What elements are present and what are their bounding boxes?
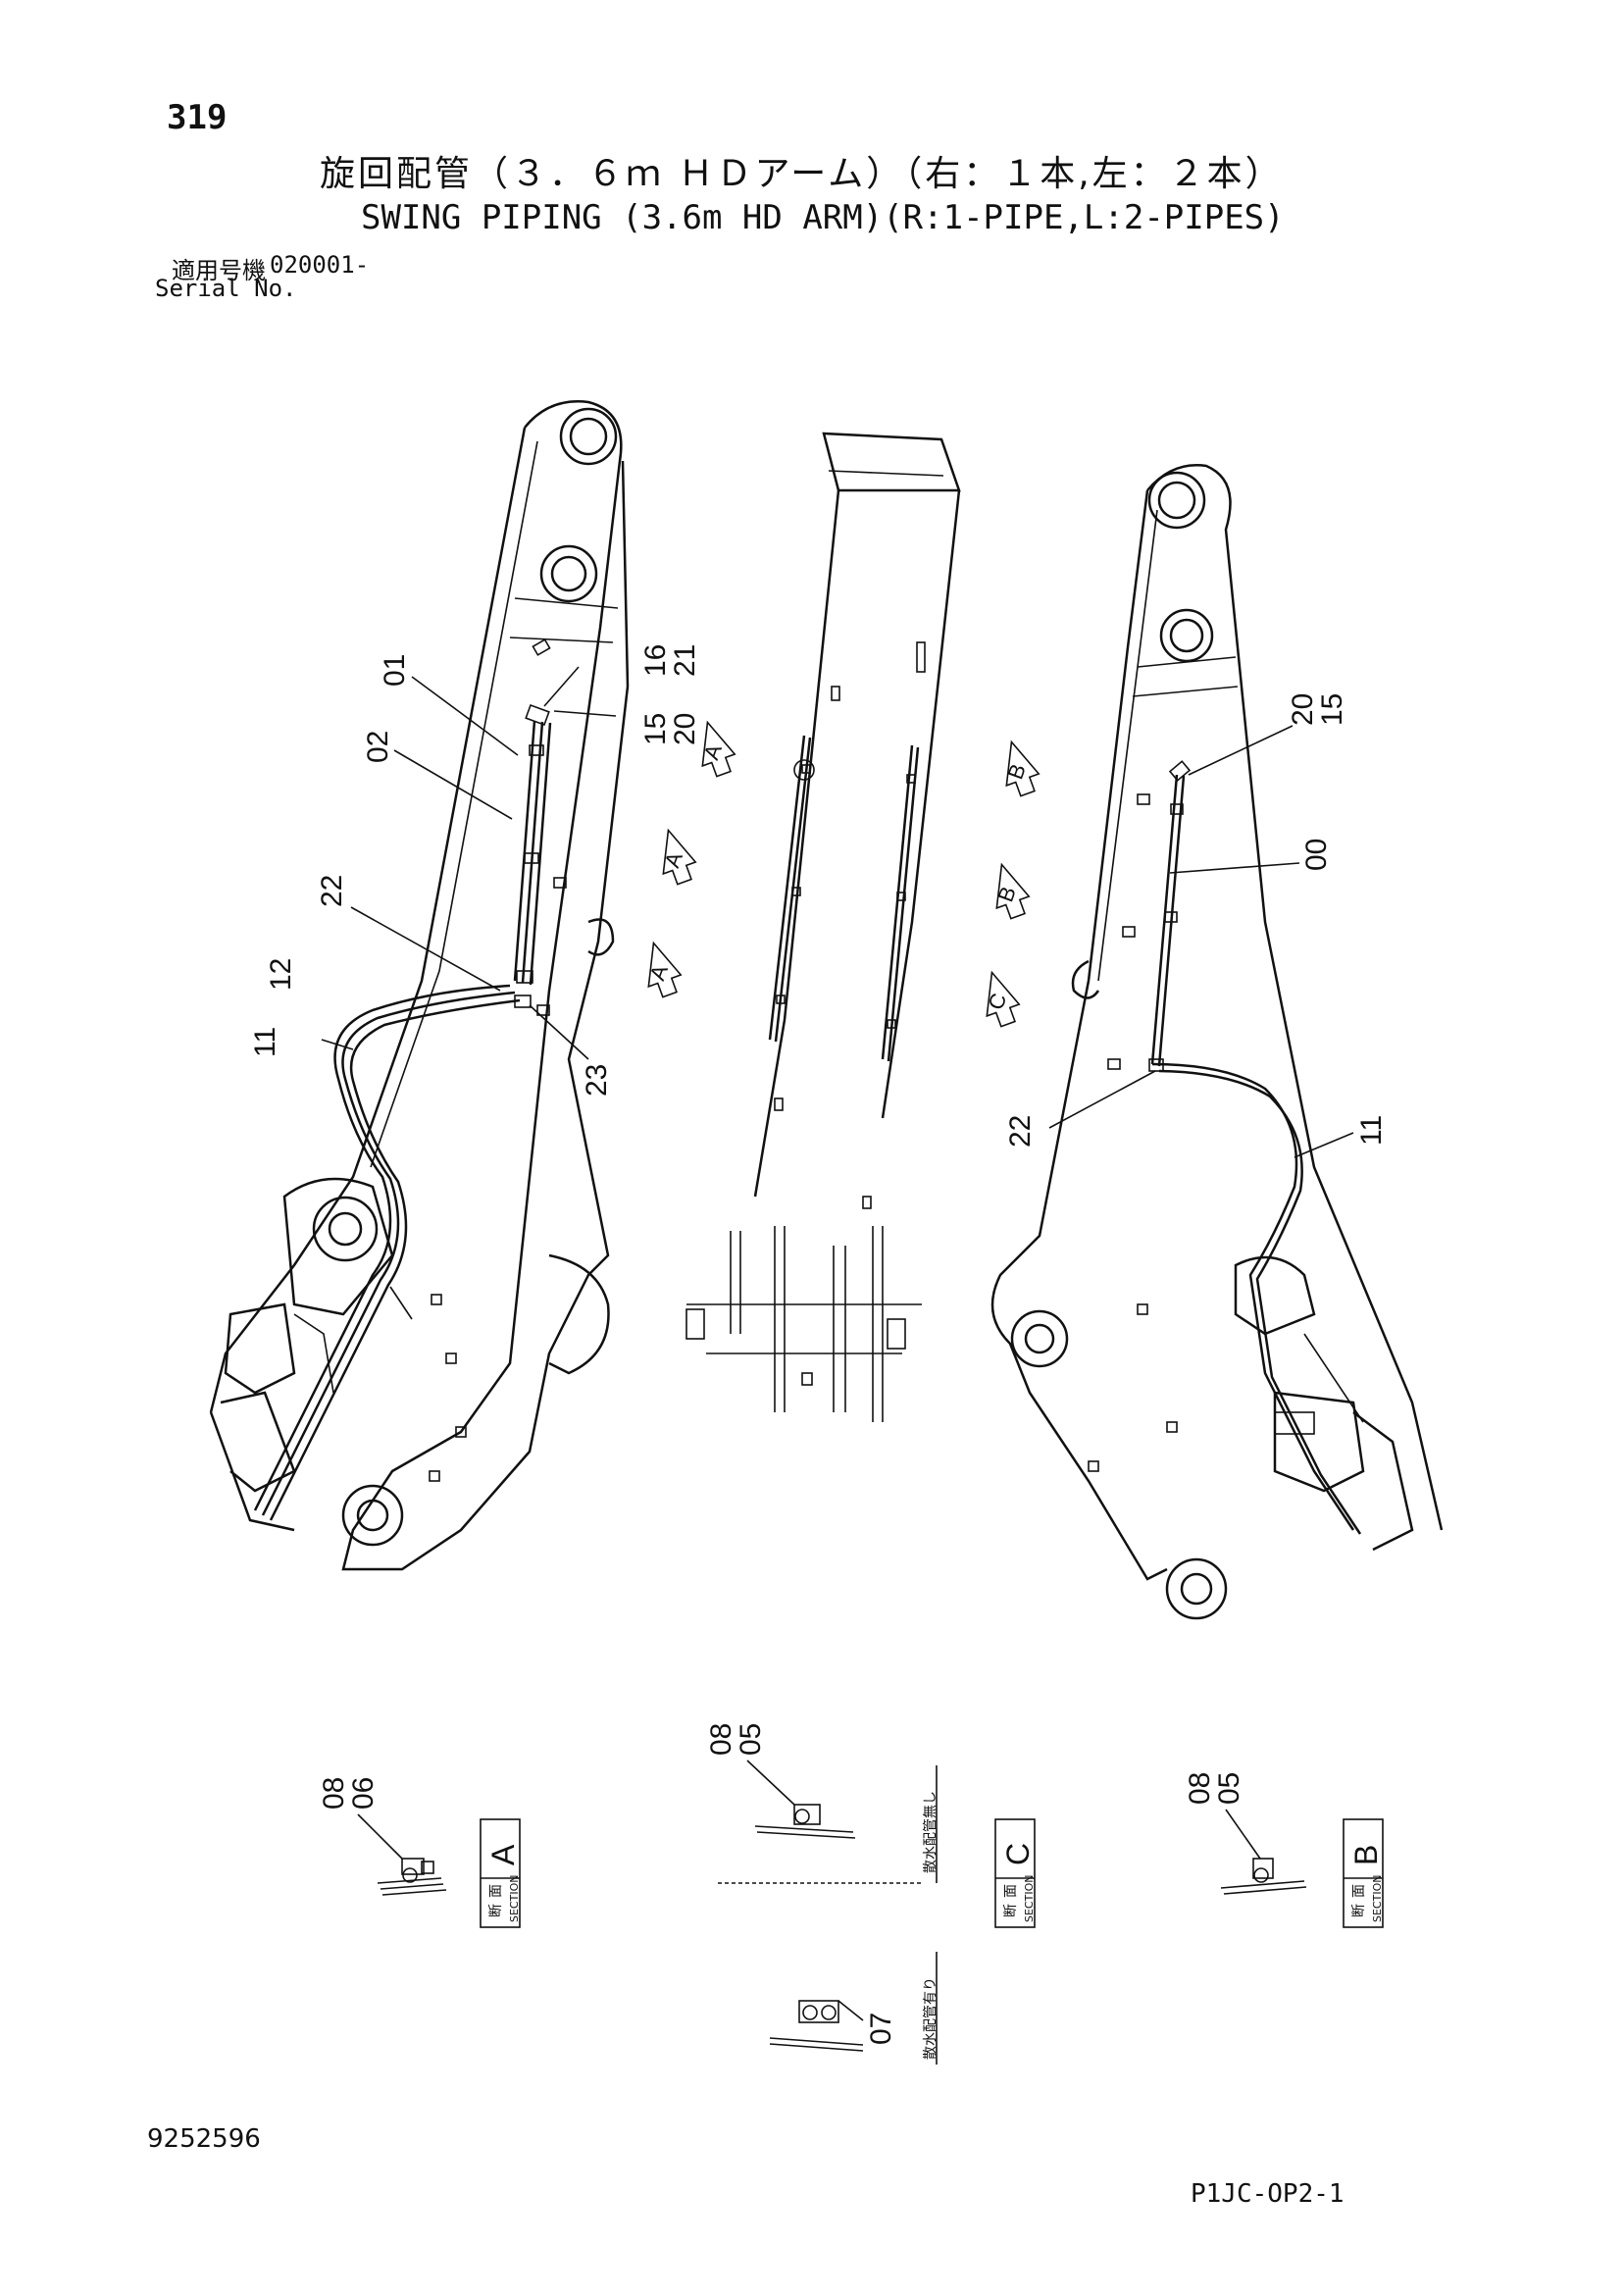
callout-20-left: 20 xyxy=(669,713,701,745)
section-c-kanji-2: 面 xyxy=(1003,1884,1019,1898)
callout-15-left: 15 xyxy=(639,713,672,745)
section-c-word: SECTION xyxy=(1023,1875,1036,1922)
section-c-note-lower: 散水配管有り xyxy=(923,1977,939,2060)
section-b-label: B 断 面 SECTION xyxy=(1343,1818,1384,1928)
callout-00: 00 xyxy=(1300,839,1333,871)
callout-16: 16 xyxy=(639,644,672,677)
section-b-letter: B xyxy=(1348,1845,1384,1865)
serial-label-english: Serial No. xyxy=(155,275,297,302)
callout-07: 07 xyxy=(865,2013,897,2045)
callout-15-right: 15 xyxy=(1316,693,1348,726)
center-arm-drawing xyxy=(685,432,961,1422)
callout-06-a: 06 xyxy=(347,1777,380,1810)
callout-21: 21 xyxy=(669,644,701,677)
left-leaders xyxy=(321,666,617,1060)
callout-23: 23 xyxy=(581,1064,613,1097)
section-c-detail: 08 05 散水配管無し 散水配管有り 07 C 断 面 SECTION xyxy=(705,1723,1036,2065)
section-a-detail: 08 06 A 断 面 SECTION xyxy=(318,1777,521,1928)
page-code: P1JC-OP2-1 xyxy=(1191,2179,1345,2209)
callout-12: 12 xyxy=(265,958,297,991)
callout-08-c: 08 xyxy=(705,1723,737,1756)
section-a-kanji-1: 断 xyxy=(488,1904,504,1917)
view-arrow-b-top: B xyxy=(1002,740,1040,797)
document-number: 9252596 xyxy=(147,2124,261,2154)
view-arrow-c: C xyxy=(983,970,1021,1028)
callout-05-c: 05 xyxy=(735,1723,767,1756)
callout-22-left: 22 xyxy=(316,875,348,907)
view-arrow-a-mid: A xyxy=(659,828,697,886)
callout-02: 02 xyxy=(362,731,394,763)
section-c-label: C 断 面 SECTION xyxy=(994,1818,1036,1928)
callout-01: 01 xyxy=(379,654,411,687)
left-boom-drawing xyxy=(209,400,630,1571)
callout-11-left: 11 xyxy=(249,1027,281,1057)
callout-11-right: 11 xyxy=(1355,1115,1388,1146)
callout-labels: 01 02 16 21 15 20 22 12 11 23 20 15 00 2… xyxy=(249,644,1388,1148)
title-english: SWING PIPING (3.6m HD ARM)(R:1-PIPE,L:2-… xyxy=(361,198,1285,237)
section-a-letter: A xyxy=(485,1844,521,1865)
section-c-note-upper: 散水配管無し xyxy=(923,1791,939,1873)
serial-label-japanese: 適用号機 xyxy=(172,257,266,284)
callout-05-b: 05 xyxy=(1213,1772,1245,1805)
section-b-kanji-2: 面 xyxy=(1351,1884,1367,1898)
section-a-label: A 断 面 SECTION xyxy=(480,1818,521,1928)
view-arrow-b-mid: B xyxy=(992,862,1031,920)
view-arrow-a-low: A xyxy=(644,941,683,998)
right-leaders xyxy=(1048,725,1354,1158)
section-c-letter: C xyxy=(1000,1843,1036,1865)
callout-08-a: 08 xyxy=(318,1777,350,1810)
callout-22-right: 22 xyxy=(1004,1115,1037,1148)
callout-08-b: 08 xyxy=(1184,1772,1216,1805)
page-number: 319 xyxy=(167,98,228,137)
view-arrows: A A A B B C xyxy=(644,720,1040,1028)
section-a-word: SECTION xyxy=(508,1875,521,1922)
section-b-kanji-1: 断 xyxy=(1351,1904,1367,1917)
section-b-detail: 08 05 B 断 面 SECTION xyxy=(1184,1772,1384,1928)
serial-value: 020001- xyxy=(270,251,370,279)
callout-20-right: 20 xyxy=(1287,693,1319,726)
section-c-kanji-1: 断 xyxy=(1003,1904,1019,1917)
right-boom-drawing xyxy=(990,464,1444,1620)
section-b-word: SECTION xyxy=(1371,1875,1384,1922)
section-a-kanji-2: 面 xyxy=(488,1884,504,1898)
title-japanese: 旋回配管（３．６ｍ ＨＤアーム）（右：１本,左：２本） xyxy=(320,154,1284,194)
